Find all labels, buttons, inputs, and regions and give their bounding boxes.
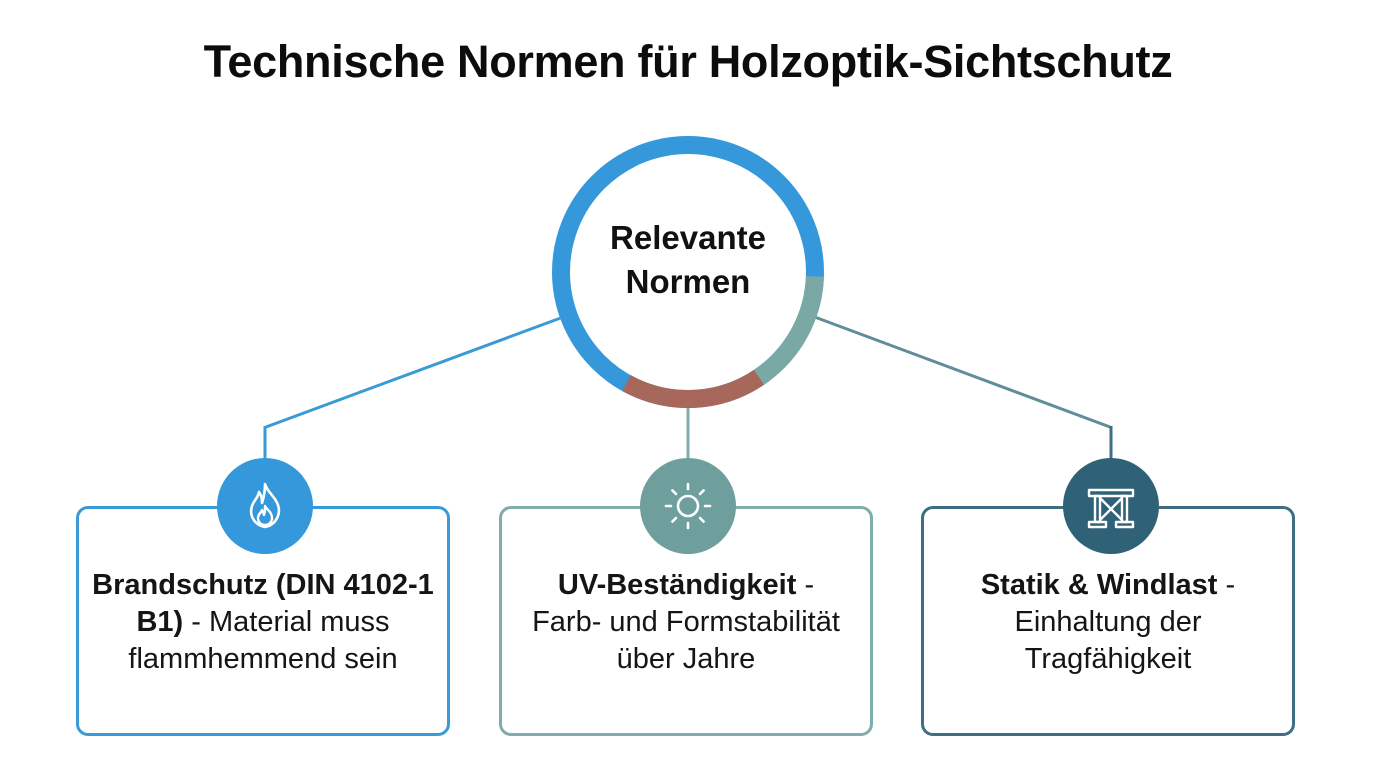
hub-label-line-1: Relevante [610,219,766,256]
hub-ring [552,136,824,408]
card-description: Einhaltung der Tragfähigkeit [1014,606,1202,675]
badge-statik [1063,458,1159,554]
card-title: Brandschutz (DIN 4102-1 B1) [92,569,434,638]
card-text: Statik & Windlast - Einhaltung der Tragf… [934,567,1282,678]
card-separator: - [1217,569,1236,601]
card-text: UV-Beständigkeit - Farb- und Formstabili… [512,567,860,678]
card-uv-bestaendigkeit: UV-Beständigkeit - Farb- und Formstabili… [499,506,873,736]
hub-segment-brown [622,369,765,408]
connector-right-diagonal [811,314,1111,429]
connector-left-diagonal [265,314,567,429]
flame-icon [249,482,281,529]
card-description: Farb- und Formstabilität über Jahre [532,606,840,675]
hub-label-line-2: Normen [625,263,751,300]
sun-icon [664,482,712,530]
card-title: Statik & Windlast [980,569,1218,601]
card-description: Material muss flammhemmend sein [128,606,398,675]
page-title: Technische Normen für Holzoptik-Sichtsch… [203,36,1173,87]
card-brandschutz: Brandschutz (DIN 4102-1 B1) - Material m… [76,506,450,736]
hub-label: Relevante Normen [572,216,804,304]
card-title: UV-Beständigkeit [557,569,797,601]
badge-uv [640,458,736,554]
card-separator: - [796,569,815,601]
frame-structure-icon [1087,488,1135,529]
card-separator: - [183,606,209,638]
hub-segment-teal [753,275,824,385]
badge-brandschutz [217,458,313,554]
card-text: Brandschutz (DIN 4102-1 B1) - Material m… [89,567,437,678]
